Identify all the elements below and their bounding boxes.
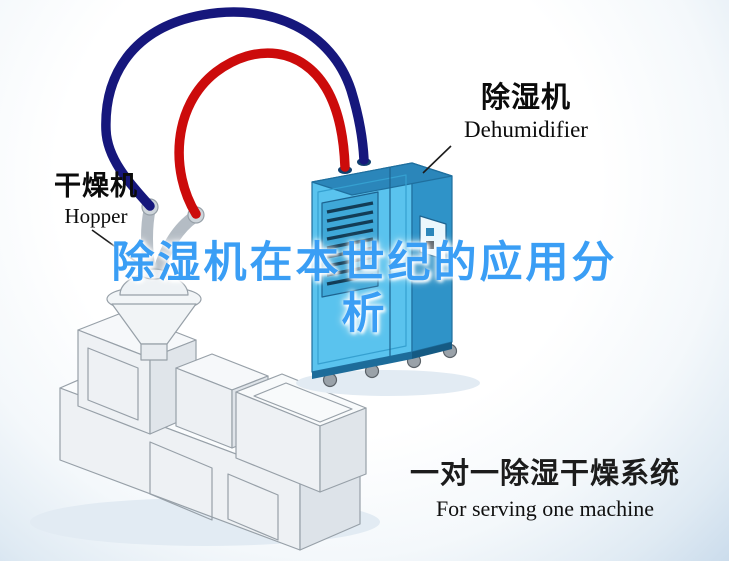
hopper-dome-cap — [140, 268, 168, 280]
hopper-label: 干燥机 Hopper — [30, 164, 162, 229]
vent-grille-slats — [326, 201, 374, 286]
door-handle — [396, 250, 401, 263]
barrel-top-inset — [253, 382, 353, 423]
dehumidifier-label-en: Dehumidifier — [464, 117, 588, 142]
control-button-1 — [426, 228, 434, 236]
control-button-2 — [426, 241, 434, 249]
dehumidifier-base-front — [312, 352, 412, 379]
hopper-label-en: Hopper — [64, 204, 128, 228]
watermark-title-line1: 除湿机在本世纪的应用分 — [111, 239, 618, 287]
system-caption-cn: 一对一除湿干燥系统 — [409, 458, 680, 490]
navy-hose — [101, 7, 369, 211]
pedestal-door-panel — [87, 347, 139, 421]
watermark-title: 除湿机在本世纪的应用分 析 — [0, 238, 729, 339]
red-hose — [174, 48, 350, 219]
watermark-title-line2: 析 — [341, 289, 388, 338]
dehumidifier-label-cn: 除湿机 — [480, 82, 571, 114]
hopper-funnel-neck — [140, 343, 168, 361]
dehumidifier-base-side — [412, 342, 452, 359]
system-caption: 一对一除湿干燥系统 For serving one machine — [385, 450, 705, 522]
dehumidifier-ground-shadow — [296, 370, 480, 396]
dehumidifier-door-outline — [317, 174, 407, 365]
system-caption-en: For serving one machine — [435, 496, 655, 521]
dehumidifier-leader-line — [422, 145, 452, 174]
barrel-side-face — [319, 407, 367, 493]
dehumidifier-illustration — [296, 158, 480, 396]
hopper-label-cn: 干燥机 — [54, 171, 138, 201]
dehumidifier-label: 除湿机 Dehumidifier — [440, 74, 612, 143]
bed-door-panel-1 — [149, 441, 213, 521]
bed-door-panel-2 — [227, 473, 279, 541]
extruder-machine-illustration — [30, 198, 380, 551]
hopper-leader-line — [91, 229, 139, 264]
